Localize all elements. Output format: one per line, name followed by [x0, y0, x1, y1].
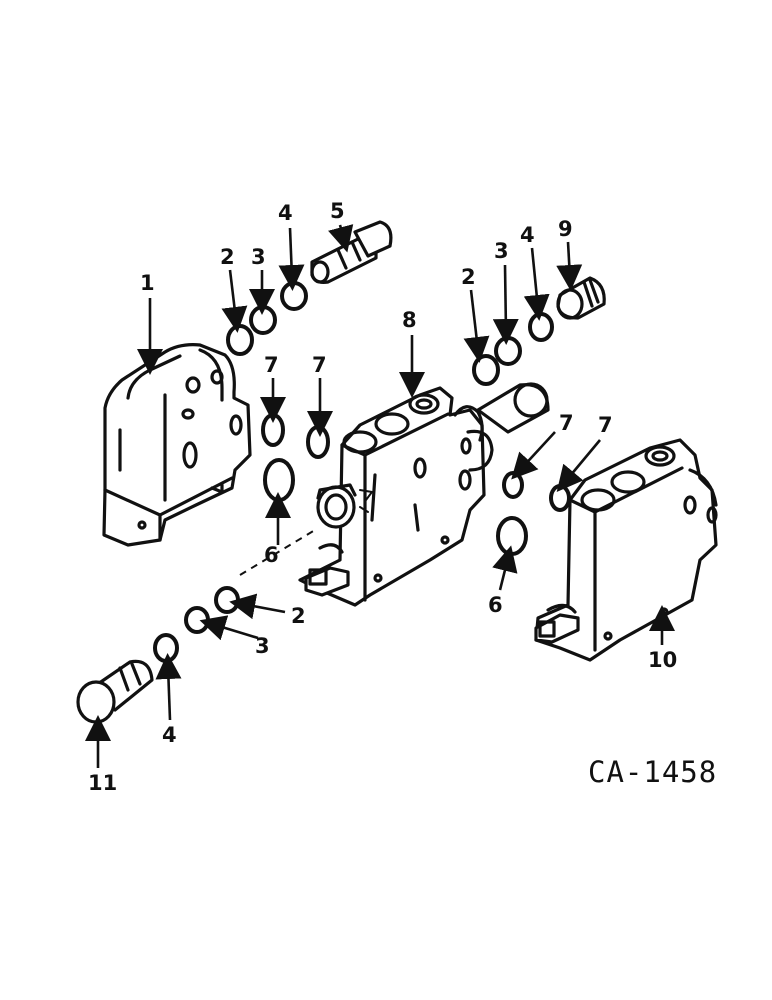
callout-1: 1 — [140, 271, 155, 295]
o-ring-2b — [472, 354, 500, 386]
callout-4: 4 — [278, 201, 293, 225]
callout-7: 7 — [264, 353, 279, 377]
end-cover-part-1 — [102, 343, 252, 547]
reference-code: CA-1458 — [588, 755, 717, 789]
o-ring-7d — [549, 484, 571, 512]
callout-6: 6 — [488, 593, 503, 617]
centerline — [239, 529, 316, 576]
o-ring-7a — [261, 413, 285, 447]
callout-3: 3 — [251, 245, 266, 269]
callout-5: 5 — [330, 199, 345, 223]
o-ring-3c — [184, 606, 210, 634]
callout-3: 3 — [255, 634, 270, 658]
plug-part-5 — [310, 220, 393, 284]
valve-section-part-10 — [534, 438, 718, 662]
callout-labels: 1 2 3 4 5 2 3 4 9 8 7 7 7 7 6 6 2 3 4 10… — [88, 199, 677, 795]
o-ring-3a — [249, 305, 277, 335]
o-ring-2c — [214, 586, 240, 614]
callout-2: 2 — [220, 245, 235, 269]
plug-part-11 — [76, 659, 154, 724]
o-ring-7b — [306, 425, 330, 459]
callout-7: 7 — [312, 353, 327, 377]
callout-8: 8 — [402, 308, 417, 332]
callout-7: 7 — [559, 411, 574, 435]
o-ring-4a — [280, 281, 308, 311]
callout-10: 10 — [648, 648, 677, 672]
o-ring-7c — [502, 471, 524, 499]
callout-9: 9 — [558, 217, 573, 241]
o-ring-4b — [528, 312, 554, 342]
valve-section-part-8 — [298, 382, 550, 607]
plug-part-9 — [556, 276, 606, 320]
callout-6: 6 — [264, 543, 279, 567]
callout-4: 4 — [162, 723, 177, 747]
o-ring-6a — [263, 458, 295, 502]
callout-4: 4 — [520, 223, 535, 247]
o-ring-3b — [494, 336, 522, 366]
leader-arrows — [85, 224, 675, 768]
callout-11: 11 — [88, 771, 117, 795]
o-ring-6b — [496, 516, 528, 556]
o-ring-2a — [226, 324, 254, 356]
callout-7: 7 — [598, 413, 613, 437]
callout-2: 2 — [461, 265, 476, 289]
callout-2: 2 — [291, 604, 306, 628]
o-ring-4c — [153, 633, 179, 663]
callout-3: 3 — [494, 239, 509, 263]
